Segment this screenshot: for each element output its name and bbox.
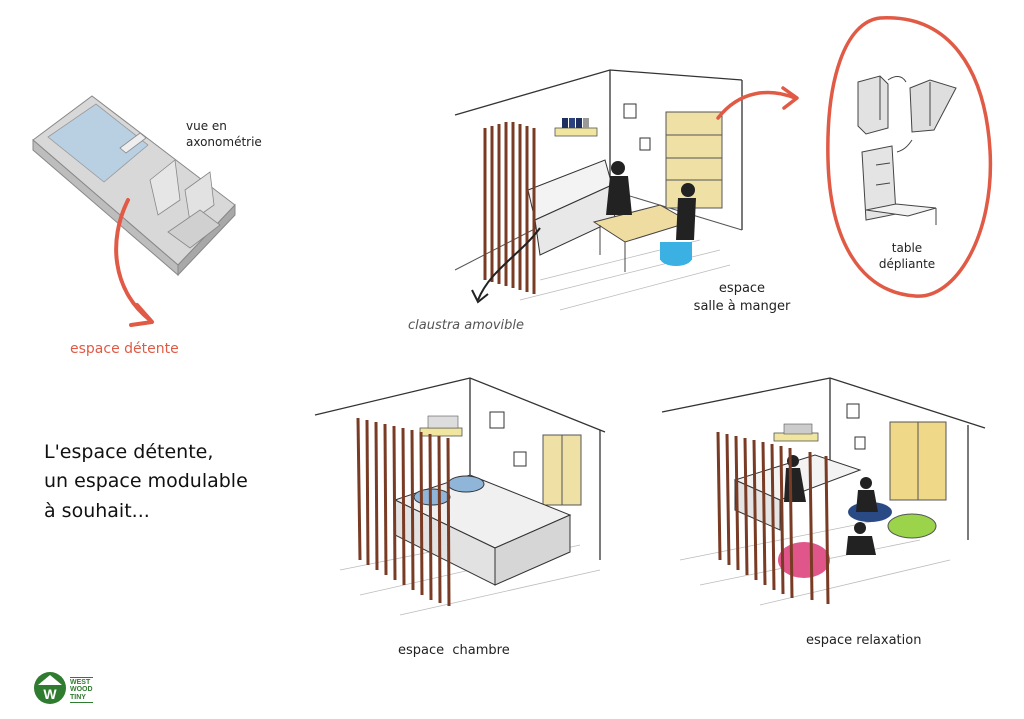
- tagline-line1: L'espace détente,: [44, 441, 214, 463]
- tagline-line2: un espace modulable: [44, 470, 248, 493]
- logo-wordmark: WEST WOOD TINY: [70, 677, 93, 704]
- axonometry-label-line1: vue en: [186, 119, 227, 133]
- salle-label-line2: salle à manger: [693, 298, 791, 314]
- salle-label: espace salle à manger: [692, 280, 792, 315]
- table-label-line2: dépliante: [878, 257, 936, 272]
- logo-line-tiny: TINY: [70, 693, 86, 701]
- logo-line-wood: WOOD: [70, 686, 93, 694]
- salle-label-line1: espace: [718, 281, 766, 296]
- axonometry-label: vue en axonométrie: [186, 118, 262, 150]
- tagline-line3: à souhait...: [44, 499, 150, 522]
- logo-mark-icon: W: [34, 672, 66, 704]
- relaxation-label: espace relaxation: [806, 633, 922, 648]
- chambre-label: espace chambre: [398, 643, 510, 658]
- claustra-label: claustra amovible: [408, 318, 525, 333]
- espace-detente-label: espace détente: [70, 341, 179, 357]
- logo-mark-letter: W: [43, 686, 57, 702]
- logo-line-west: WEST: [70, 679, 91, 686]
- tagline: L'espace détente, un espace modulable à …: [44, 438, 248, 526]
- westwood-tiny-logo: W WEST WOOD TINY: [32, 669, 104, 707]
- axonometry-label-line2: axonométrie: [186, 135, 262, 150]
- table-label-line1: table: [891, 241, 923, 255]
- table-label: table dépliante: [872, 240, 942, 272]
